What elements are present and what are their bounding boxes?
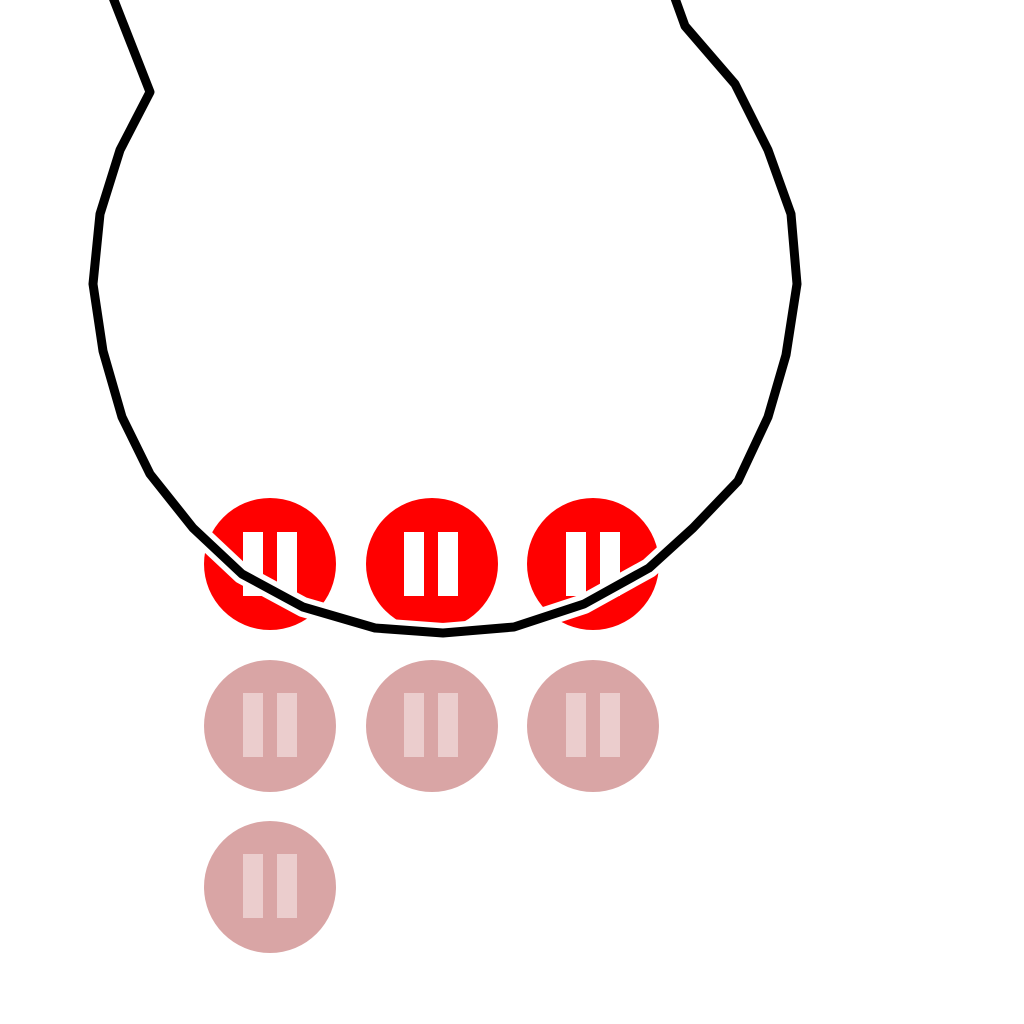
button-circle <box>204 660 336 792</box>
pause-icon <box>243 854 297 918</box>
button-circle <box>366 660 498 792</box>
pause-button-2[interactable] <box>366 498 498 630</box>
button-circle <box>204 821 336 953</box>
pause-button-6[interactable] <box>527 660 659 792</box>
pause-button-5[interactable] <box>366 660 498 792</box>
pause-icon <box>404 532 458 596</box>
button-circle <box>527 660 659 792</box>
button-circle <box>527 498 659 630</box>
lasso-selection-outline[interactable] <box>83 0 807 643</box>
pause-icon <box>566 693 620 757</box>
pause-icon <box>404 693 458 757</box>
pause-button-3[interactable] <box>527 498 659 630</box>
button-circle <box>366 498 498 630</box>
pause-button-4[interactable] <box>204 660 336 792</box>
pause-icon <box>243 693 297 757</box>
pause-button-7[interactable] <box>204 821 336 953</box>
